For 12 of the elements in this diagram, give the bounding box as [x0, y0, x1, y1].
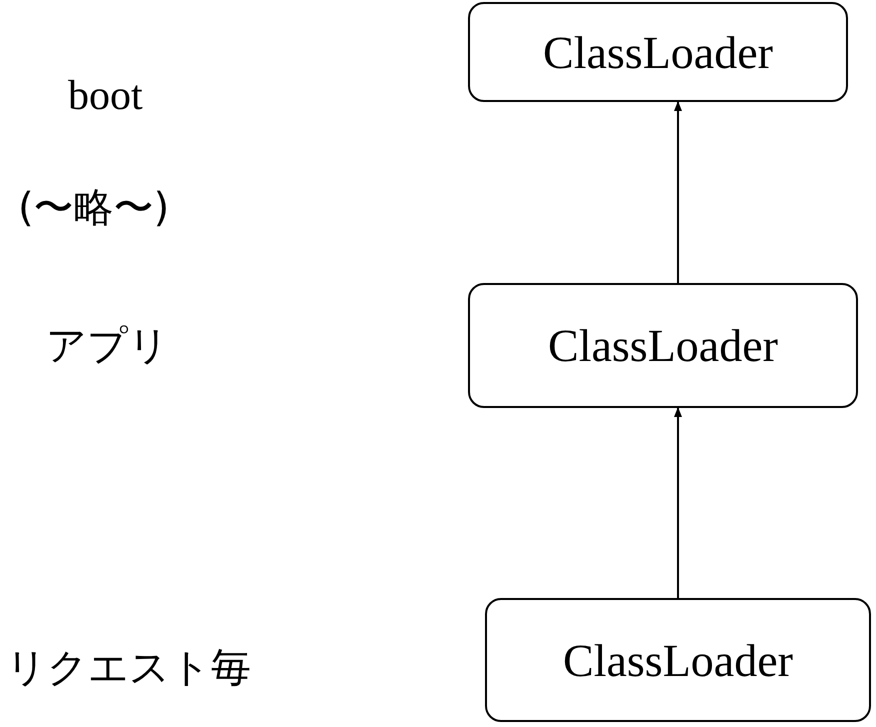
- process-box: [485, 598, 871, 722]
- side-label: アプリ: [46, 322, 169, 371]
- side-label: (〜略〜): [18, 184, 170, 233]
- process-box: [468, 2, 848, 102]
- node-label: ClassLoader: [548, 319, 778, 372]
- arrow: [674, 407, 682, 598]
- side-label: リクエスト毎: [6, 644, 251, 693]
- process-box: [468, 283, 858, 408]
- node-label: ClassLoader: [543, 26, 773, 78]
- arrow: [674, 101, 682, 283]
- side-label: boot: [68, 72, 143, 120]
- node-label: ClassLoader: [563, 634, 793, 686]
